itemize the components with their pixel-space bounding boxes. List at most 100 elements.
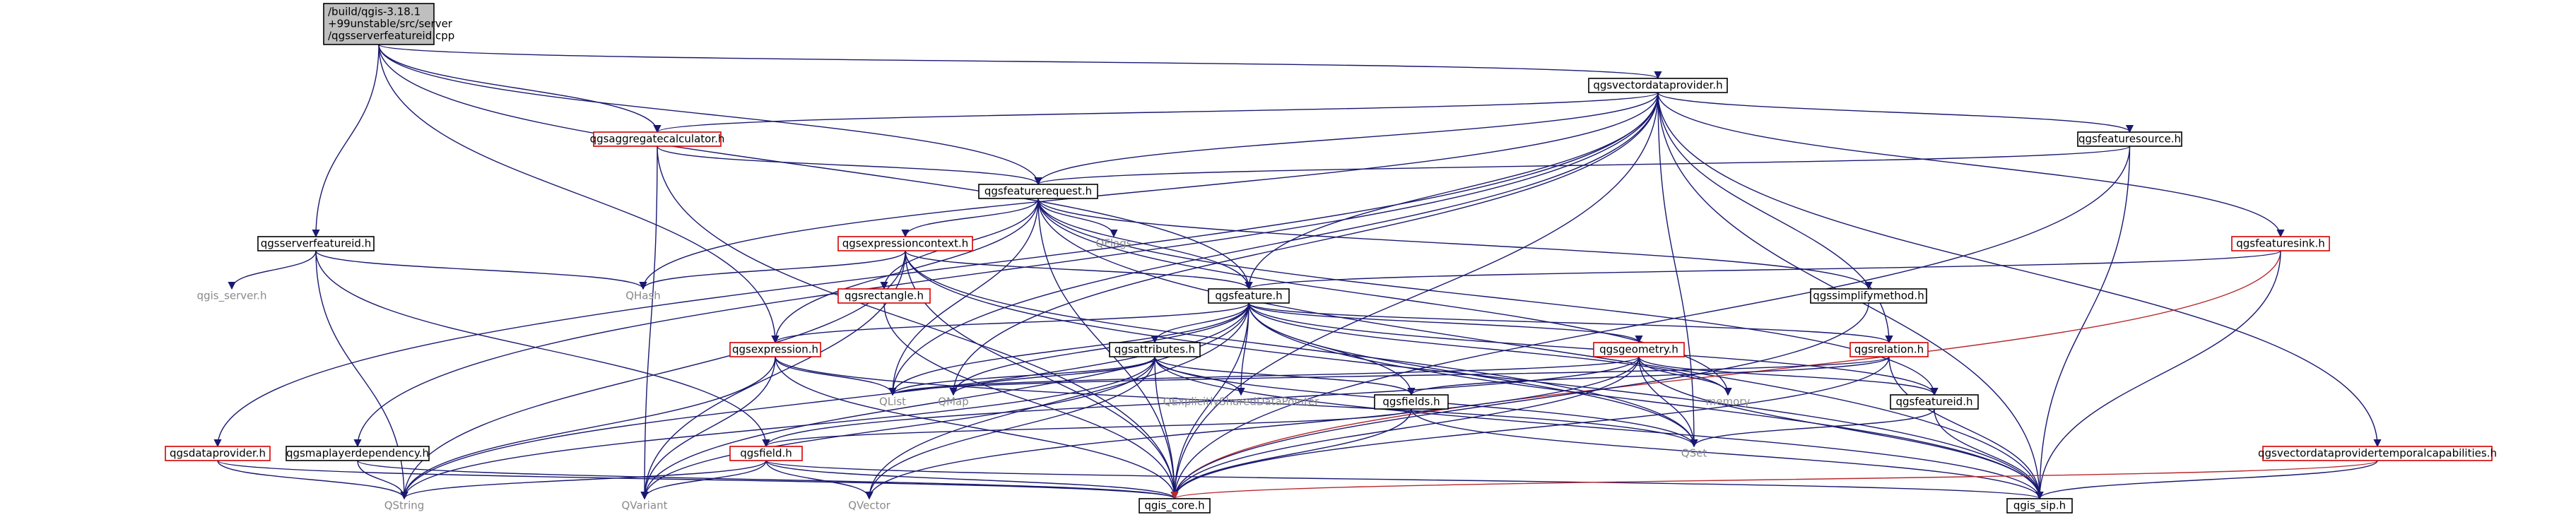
- edge-qgsfeaturerequest-to-memory: [1037, 198, 1732, 396]
- edge-qgsvectordataprovidertemporal-to-qgis_core: [1170, 460, 2378, 500]
- edge-qgsfeature-to-qvariant: [640, 302, 1249, 500]
- node-qset-label: QSet: [1681, 447, 1707, 460]
- edge-qgssimplifymethod-to-qgis_core: [1170, 302, 1869, 500]
- edge-qgsfeaturerequest-to-qgis_sip: [1037, 198, 2044, 500]
- node-qgsfeaturerequest[interactable]: qgsfeaturerequest.h: [978, 184, 1098, 199]
- node-qgsgeometry[interactable]: qgsgeometry.h: [1593, 342, 1685, 357]
- node-qgis_core-label: qgis_core.h: [1144, 499, 1204, 513]
- node-qgsexpression[interactable]: qgsexpression.h: [729, 342, 821, 357]
- edge-qgsserverfeatureid-to-qgis_server: [228, 250, 317, 290]
- node-qgsrelation-label: qgsrelation.h: [1854, 343, 1924, 356]
- node-qgsfeatureid-label: qgsfeatureid.h: [1896, 396, 1973, 408]
- node-qgsrelation[interactable]: qgsrelation.h: [1849, 342, 1929, 357]
- node-qgis_server: qgis_server.h: [197, 290, 267, 303]
- edge-root-to-qgsserverfeatureid: [312, 44, 380, 238]
- edge-qgsfield-to-qgis_sip: [765, 460, 2043, 500]
- node-qgsexpressioncontext[interactable]: qgsexpressioncontext.h: [837, 236, 973, 251]
- edge-qgsvectordataprovider-to-qgis_core: [1170, 92, 1659, 500]
- edge-qgsvectordataprovider-to-qmap: [949, 92, 1659, 396]
- edge-qgsaggregatecalculator-to-qgsfeaturerequest: [657, 146, 1042, 186]
- node-qgsfield[interactable]: qgsfield.h: [729, 446, 803, 461]
- node-qgsdataprovider[interactable]: qgsdataprovider.h: [165, 446, 271, 461]
- edge-qgsgeometry-to-qgsfeatureid: [1638, 356, 1939, 396]
- node-qgsfields[interactable]: qgsfields.h: [1374, 394, 1449, 410]
- edge-qgsvectordataprovider-to-qgsfeaturerequest: [1034, 92, 1659, 186]
- node-qgssimplifymethod-label: qgssimplifymethod.h: [1813, 290, 1924, 302]
- node-qgsaggregatecalculator-box: [593, 131, 722, 147]
- node-qgsfeaturesink-box: [2231, 236, 2330, 251]
- node-root-label: /qgsserverfeatureid.cpp: [328, 30, 454, 42]
- edge-qgsvectordataprovidertemporal-to-qgis_sip: [2035, 460, 2378, 500]
- node-qgsrelation-box: [1849, 342, 1929, 357]
- edge-qgsaggregatecalculator-to-qgis_core: [657, 146, 1179, 500]
- node-qgsfeaturerequest-box: [978, 184, 1098, 199]
- node-qgsserverfeatureid[interactable]: qgsserverfeatureid.h: [257, 236, 375, 251]
- node-qgis_core[interactable]: qgis_core.h: [1139, 498, 1211, 514]
- node-qmap-label: QMap: [938, 396, 968, 408]
- node-qgsmaplayerdependency[interactable]: qgsmaplayerdependency.h: [286, 446, 430, 461]
- node-qgsfeature-box: [1208, 288, 1290, 304]
- edge-qgsgeometry-to-memory: [1638, 356, 1732, 396]
- edge-qgsvectordataprovider-to-qhash: [639, 92, 1659, 290]
- node-qgsexpressioncontext-label: qgsexpressioncontext.h: [842, 237, 969, 250]
- edge-qgsfields-to-qgis_core: [1170, 408, 1412, 500]
- node-qvector-label: QVector: [848, 499, 890, 512]
- node-qvector: QVector: [848, 499, 890, 512]
- edge-qgsvectordataprovider-to-qgsfeaturesink: [1657, 92, 2285, 238]
- edge-qgsexpressioncontext-to-qgsfeature: [905, 250, 1253, 290]
- edge-qgsexpression-to-qstring: [400, 356, 776, 500]
- edge-qgsfeaturerequest-to-qgsfeature: [1037, 198, 1253, 290]
- node-qlist: QList: [879, 396, 906, 408]
- edge-qgsfeaturesink-to-qgsfeature: [1245, 250, 2281, 290]
- edge-qgsexpression-to-qset: [775, 356, 1698, 448]
- edge-qgsfield-to-qvariant: [640, 460, 767, 500]
- edge-qgsfeature-to-qgsattributes: [1151, 302, 1249, 344]
- edge-qgsattributes-to-qlist: [888, 356, 1155, 396]
- edge-qgsvectordataprovider-to-qgsfeature: [1245, 92, 1659, 290]
- edge-qgsfeatureid-to-qset: [1690, 408, 1935, 448]
- edge-qgsvectordataprovider-to-qgsdataprovider: [213, 92, 1659, 448]
- edge-qgsfeaturesink-to-qgis_sip: [2035, 250, 2281, 500]
- node-qgsattributes[interactable]: qgsattributes.h: [1109, 342, 1201, 357]
- node-qgsserverfeatureid-box: [257, 236, 375, 251]
- node-qgsfeaturesource[interactable]: qgsfeaturesource.h: [2077, 131, 2182, 147]
- edge-qgsgeometry-to-qlist: [888, 356, 1640, 396]
- edge-qgsfeature-to-qgsgeometry: [1248, 302, 1643, 344]
- node-qgsfeaturesink[interactable]: qgsfeaturesink.h: [2231, 236, 2330, 251]
- node-qgsvectordataprovidertemporal[interactable]: qgsvectordataprovidertemporalcapabilitie…: [2258, 446, 2497, 461]
- node-qgsaggregatecalculator[interactable]: qgsaggregatecalculator.h: [590, 131, 725, 147]
- edge-qgsattributes-to-qvariant: [640, 356, 1155, 500]
- node-qgsfeature[interactable]: qgsfeature.h: [1208, 288, 1290, 304]
- node-qexplicitly: QExplicitlySharedDataPointer: [1163, 396, 1319, 408]
- edge-qgsfeaturesource-to-qgis_sip: [2035, 146, 2131, 500]
- edge-qgsfeaturesink-to-qgis_core: [1170, 250, 2281, 500]
- edge-qgsaggregatecalculator-to-qvariant: [640, 146, 658, 500]
- node-qgsdataprovider-box: [165, 446, 271, 461]
- edge-qgsvectordataprovider-to-qgsmaplayerdependency: [353, 92, 1659, 448]
- edge-qgsserverfeatureid-to-qhash: [315, 250, 647, 290]
- edge-qgsfeaturerequest-to-qlist: [888, 198, 1039, 396]
- node-qgsvectordataprovidertemporal-label: qgsvectordataprovidertemporalcapabilitie…: [2258, 447, 2497, 460]
- node-qgis_sip[interactable]: qgis_sip.h: [2006, 498, 2073, 514]
- edge-qgsrelation-to-qlist: [888, 356, 1890, 396]
- node-qgsgeometry-label: qgsgeometry.h: [1599, 343, 1678, 356]
- edge-qgsfeature-to-qgsrelation: [1248, 302, 1893, 344]
- node-qgsfeatureid[interactable]: qgsfeatureid.h: [1890, 394, 1979, 410]
- node-qgsmaplayerdependency-box: [286, 446, 430, 461]
- edge-qgsattributes-to-qexplicitly: [1154, 356, 1245, 396]
- node-qgsfeature-label: qgsfeature.h: [1215, 290, 1282, 302]
- edge-qgsexpressioncontext-to-qset: [905, 250, 1698, 448]
- node-qexplicitly-label: QExplicitlySharedDataPointer: [1163, 396, 1319, 408]
- node-qgsvectordataprovidertemporal-box: [2262, 446, 2493, 461]
- node-qvariant-label: QVariant: [621, 499, 667, 512]
- edge-qgsfeaturesource-to-qgsfeaturerequest: [1034, 146, 2131, 186]
- edge-qgsexpressioncontext-to-qhash: [639, 250, 906, 290]
- node-qgsvectordataprovider[interactable]: qgsvectordataprovider.h: [1588, 78, 1728, 93]
- node-qgssimplifymethod[interactable]: qgssimplifymethod.h: [1810, 288, 1927, 304]
- node-qgsrectangle[interactable]: qgsrectangle.h: [837, 288, 931, 304]
- node-qstring: QString: [384, 499, 425, 512]
- node-qflags-label: QFlags: [1095, 237, 1131, 250]
- node-root[interactable]: /build/qgis-3.18.1+99unstable/src/server…: [323, 3, 454, 45]
- edge-qgsfeaturerequest-to-qgsexpression: [771, 198, 1039, 344]
